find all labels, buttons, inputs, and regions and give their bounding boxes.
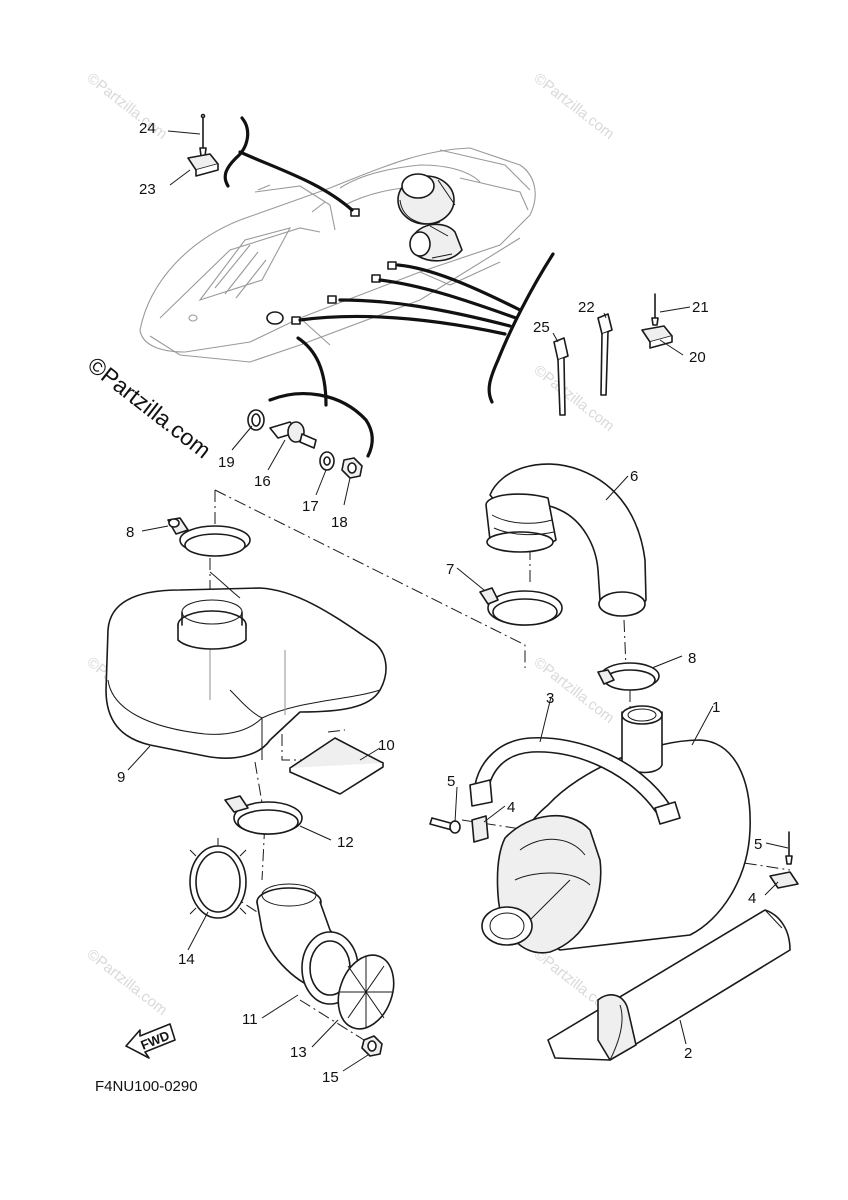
callout-13: 13 [290,1044,307,1061]
part-24-rivet [199,113,207,157]
callout-24: 24 [139,120,156,137]
part-12-hose-clamp [224,795,303,835]
part-10-pad [289,737,384,795]
callout-6: 6 [630,468,638,485]
part-17-washer [319,451,335,471]
watermark: ©Partzilla.com [531,654,618,727]
callout-9: 9 [117,769,125,786]
callout-11: 11 [242,1011,258,1028]
assembly-line-1 [214,489,526,668]
callout-23: 23 [139,181,156,198]
callout-19: 19 [218,454,235,471]
part-20-clip-nut [641,325,673,349]
callout-4: 4 [507,799,515,816]
part-8-hose-clamp [167,517,251,557]
assembly-line-7 [254,761,266,881]
callout-16: 16 [254,473,271,490]
part-18-nut [341,457,363,479]
part-5-bolt-left [429,817,461,834]
assembly-line-5 [623,619,627,669]
part-5-bolt-right [785,831,793,865]
bracket-right [487,252,555,404]
leader-bracket-top [238,150,354,212]
part-9-water-box [105,571,387,760]
part-19-hose-clamp [247,409,265,431]
callout-10: 10 [378,737,395,754]
callout-15: 15 [322,1069,339,1086]
watermark: ©Partzilla.com [84,70,171,143]
part-6-elbow-pipe [485,463,647,617]
part-7-hose-clamp [479,587,563,626]
mount-markers [266,208,397,325]
part-25-cable-tie [553,337,569,416]
fwd-arrow-icon: FWD [125,1023,176,1059]
leader-right-1 [396,263,522,312]
fwd-label: FWD [139,1028,172,1053]
leader-lines [127,130,789,1072]
part-3-strap [469,736,681,825]
watermark: ©Partzilla.com [531,70,618,143]
callout-4: 4 [748,890,756,907]
callout-25: 25 [533,319,550,336]
callout-2: 2 [684,1045,692,1062]
part-14-retainer [189,838,247,919]
callout-18: 18 [331,514,348,531]
callout-8: 8 [688,650,696,667]
callout-3: 3 [546,690,554,707]
part-21-rivet [651,293,659,326]
callouts: 24 23 22 21 25 20 19 16 17 18 6 8 7 8 3 … [117,120,762,1086]
part-23-clip-nut [187,153,219,177]
engine-assembly [397,173,463,262]
part-22-cable-tie [597,313,613,396]
callout-22: 22 [578,299,595,316]
leader-right-2 [378,278,518,320]
callout-7: 7 [446,561,454,578]
watermark: ©Partzilla.com [84,946,171,1019]
bracket-top [223,116,250,188]
part-15-nut [361,1035,383,1057]
part-1-muffler [481,705,751,954]
callout-17: 17 [302,498,319,515]
leader-bracket-bottom [296,336,328,407]
callout-8: 8 [126,524,134,541]
bracket-bottom [268,392,374,458]
part-8-hose-clamp-lower [597,662,660,691]
brand-logo: ©Partzilla.com [83,351,216,463]
callout-20: 20 [689,349,706,366]
callout-14: 14 [178,951,195,968]
part-11-elbow [256,883,359,1005]
callout-12: 12 [337,834,354,851]
callout-5: 5 [447,773,455,790]
part-4-bracket-left [471,815,489,843]
watercraft-outline [139,147,536,363]
diagram-code: F4NU100-0290 [95,1078,198,1095]
callout-21: 21 [692,299,709,316]
leader-right-3 [338,298,512,328]
callout-1: 1 [712,699,720,716]
part-2-cover [547,909,791,1061]
leader-right-4 [298,314,507,336]
callout-5: 5 [754,836,762,853]
part-16-fitting [269,421,317,449]
part-13-plate [337,954,395,1030]
